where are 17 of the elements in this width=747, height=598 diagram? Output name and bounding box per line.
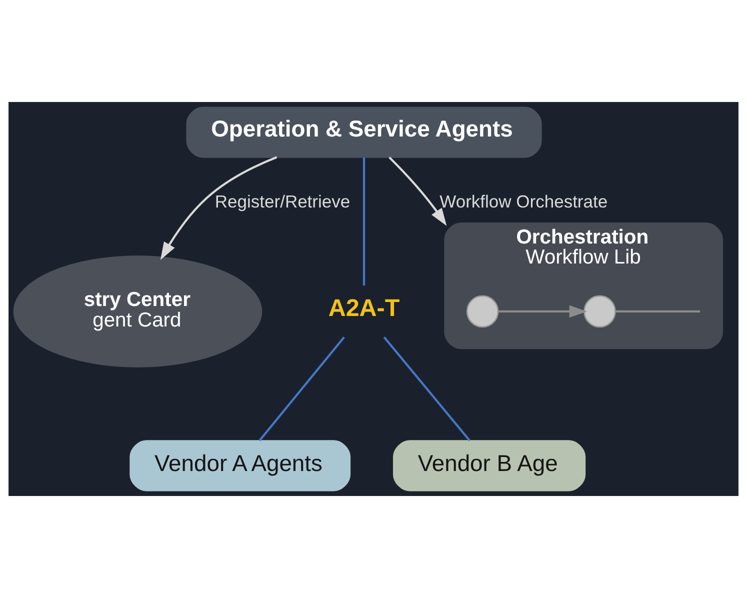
- node-box: Vendor B Age: [392, 440, 586, 492]
- connector: [383, 336, 470, 442]
- connector: [616, 310, 700, 313]
- connector: [362, 157, 366, 286]
- arrow: [160, 156, 278, 260]
- node-box: Operation & Service Agents: [186, 106, 542, 158]
- node-box: Vendor A Agents: [130, 440, 351, 492]
- node-text: A2A-T: [328, 295, 400, 322]
- node-ellipse: stry Center gent Card: [13, 256, 262, 368]
- node-circle: [584, 295, 616, 328]
- edge-label: Register/Retrieve: [214, 192, 350, 212]
- node-circle: [466, 295, 499, 328]
- arrow: [498, 305, 588, 318]
- connector: [258, 336, 345, 442]
- cluster: Orchestration Workflow Lib: [444, 222, 723, 350]
- edge-label: Workflow Orchestrate: [440, 192, 608, 212]
- arrow: [388, 156, 447, 226]
